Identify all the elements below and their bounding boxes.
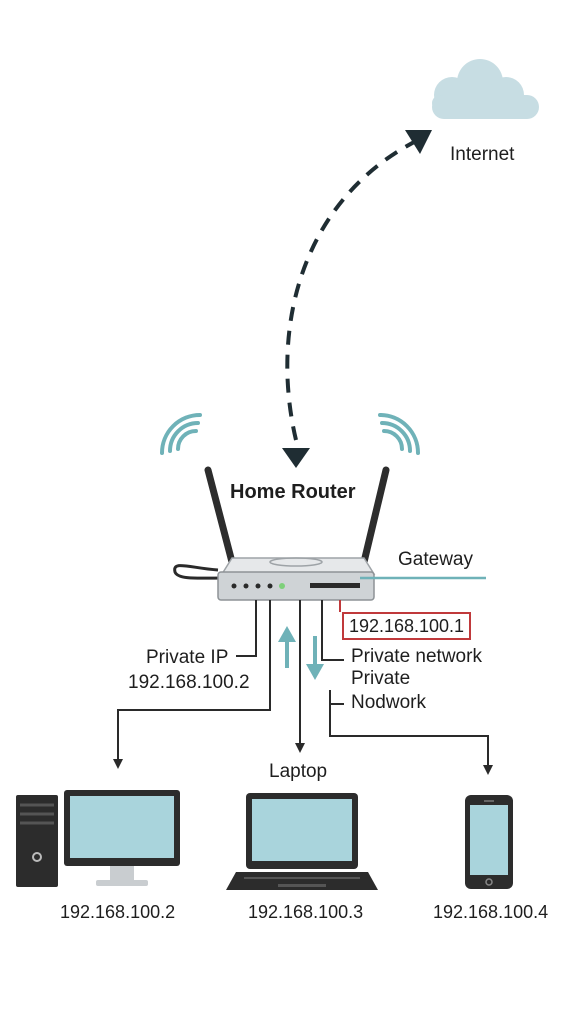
private-label: Private	[351, 668, 411, 689]
private-ip-connector	[236, 600, 257, 657]
router-title: Home Router	[230, 481, 356, 503]
wifi-icon	[378, 413, 420, 455]
private-ip-label: Private IP	[146, 647, 229, 668]
internet-label: Internet	[450, 144, 515, 165]
phone-ip: 192.168.100.4	[433, 902, 549, 922]
arrow-icon	[405, 130, 432, 154]
link-to-desktop	[113, 600, 271, 769]
arrow-icon	[282, 448, 310, 468]
private-ip-value: 192.168.100.2	[128, 672, 250, 693]
private-network-label: Private network	[351, 646, 482, 667]
desktop-ip: 192.168.100.2	[60, 902, 176, 922]
gateway-ip: 192.168.100.1	[342, 612, 471, 640]
nodwork-connector	[329, 690, 344, 705]
smartphone-icon	[465, 795, 513, 889]
wifi-icon	[160, 413, 202, 455]
laptop-label: Laptop	[269, 761, 328, 782]
internet-connection-line	[285, 138, 419, 441]
private-network-connector	[321, 600, 344, 661]
link-to-phone	[329, 704, 493, 775]
gateway-label: Gateway	[398, 549, 473, 570]
desktop-computer-icon	[16, 790, 180, 887]
laptop-icon	[226, 793, 378, 890]
nodwork-label: Nodwork	[351, 692, 426, 713]
cloud-icon	[432, 59, 539, 119]
router-icon	[173, 466, 390, 601]
arrow-icon	[306, 636, 324, 680]
arrow-icon	[278, 626, 296, 668]
laptop-ip: 192.168.100.3	[248, 902, 364, 922]
